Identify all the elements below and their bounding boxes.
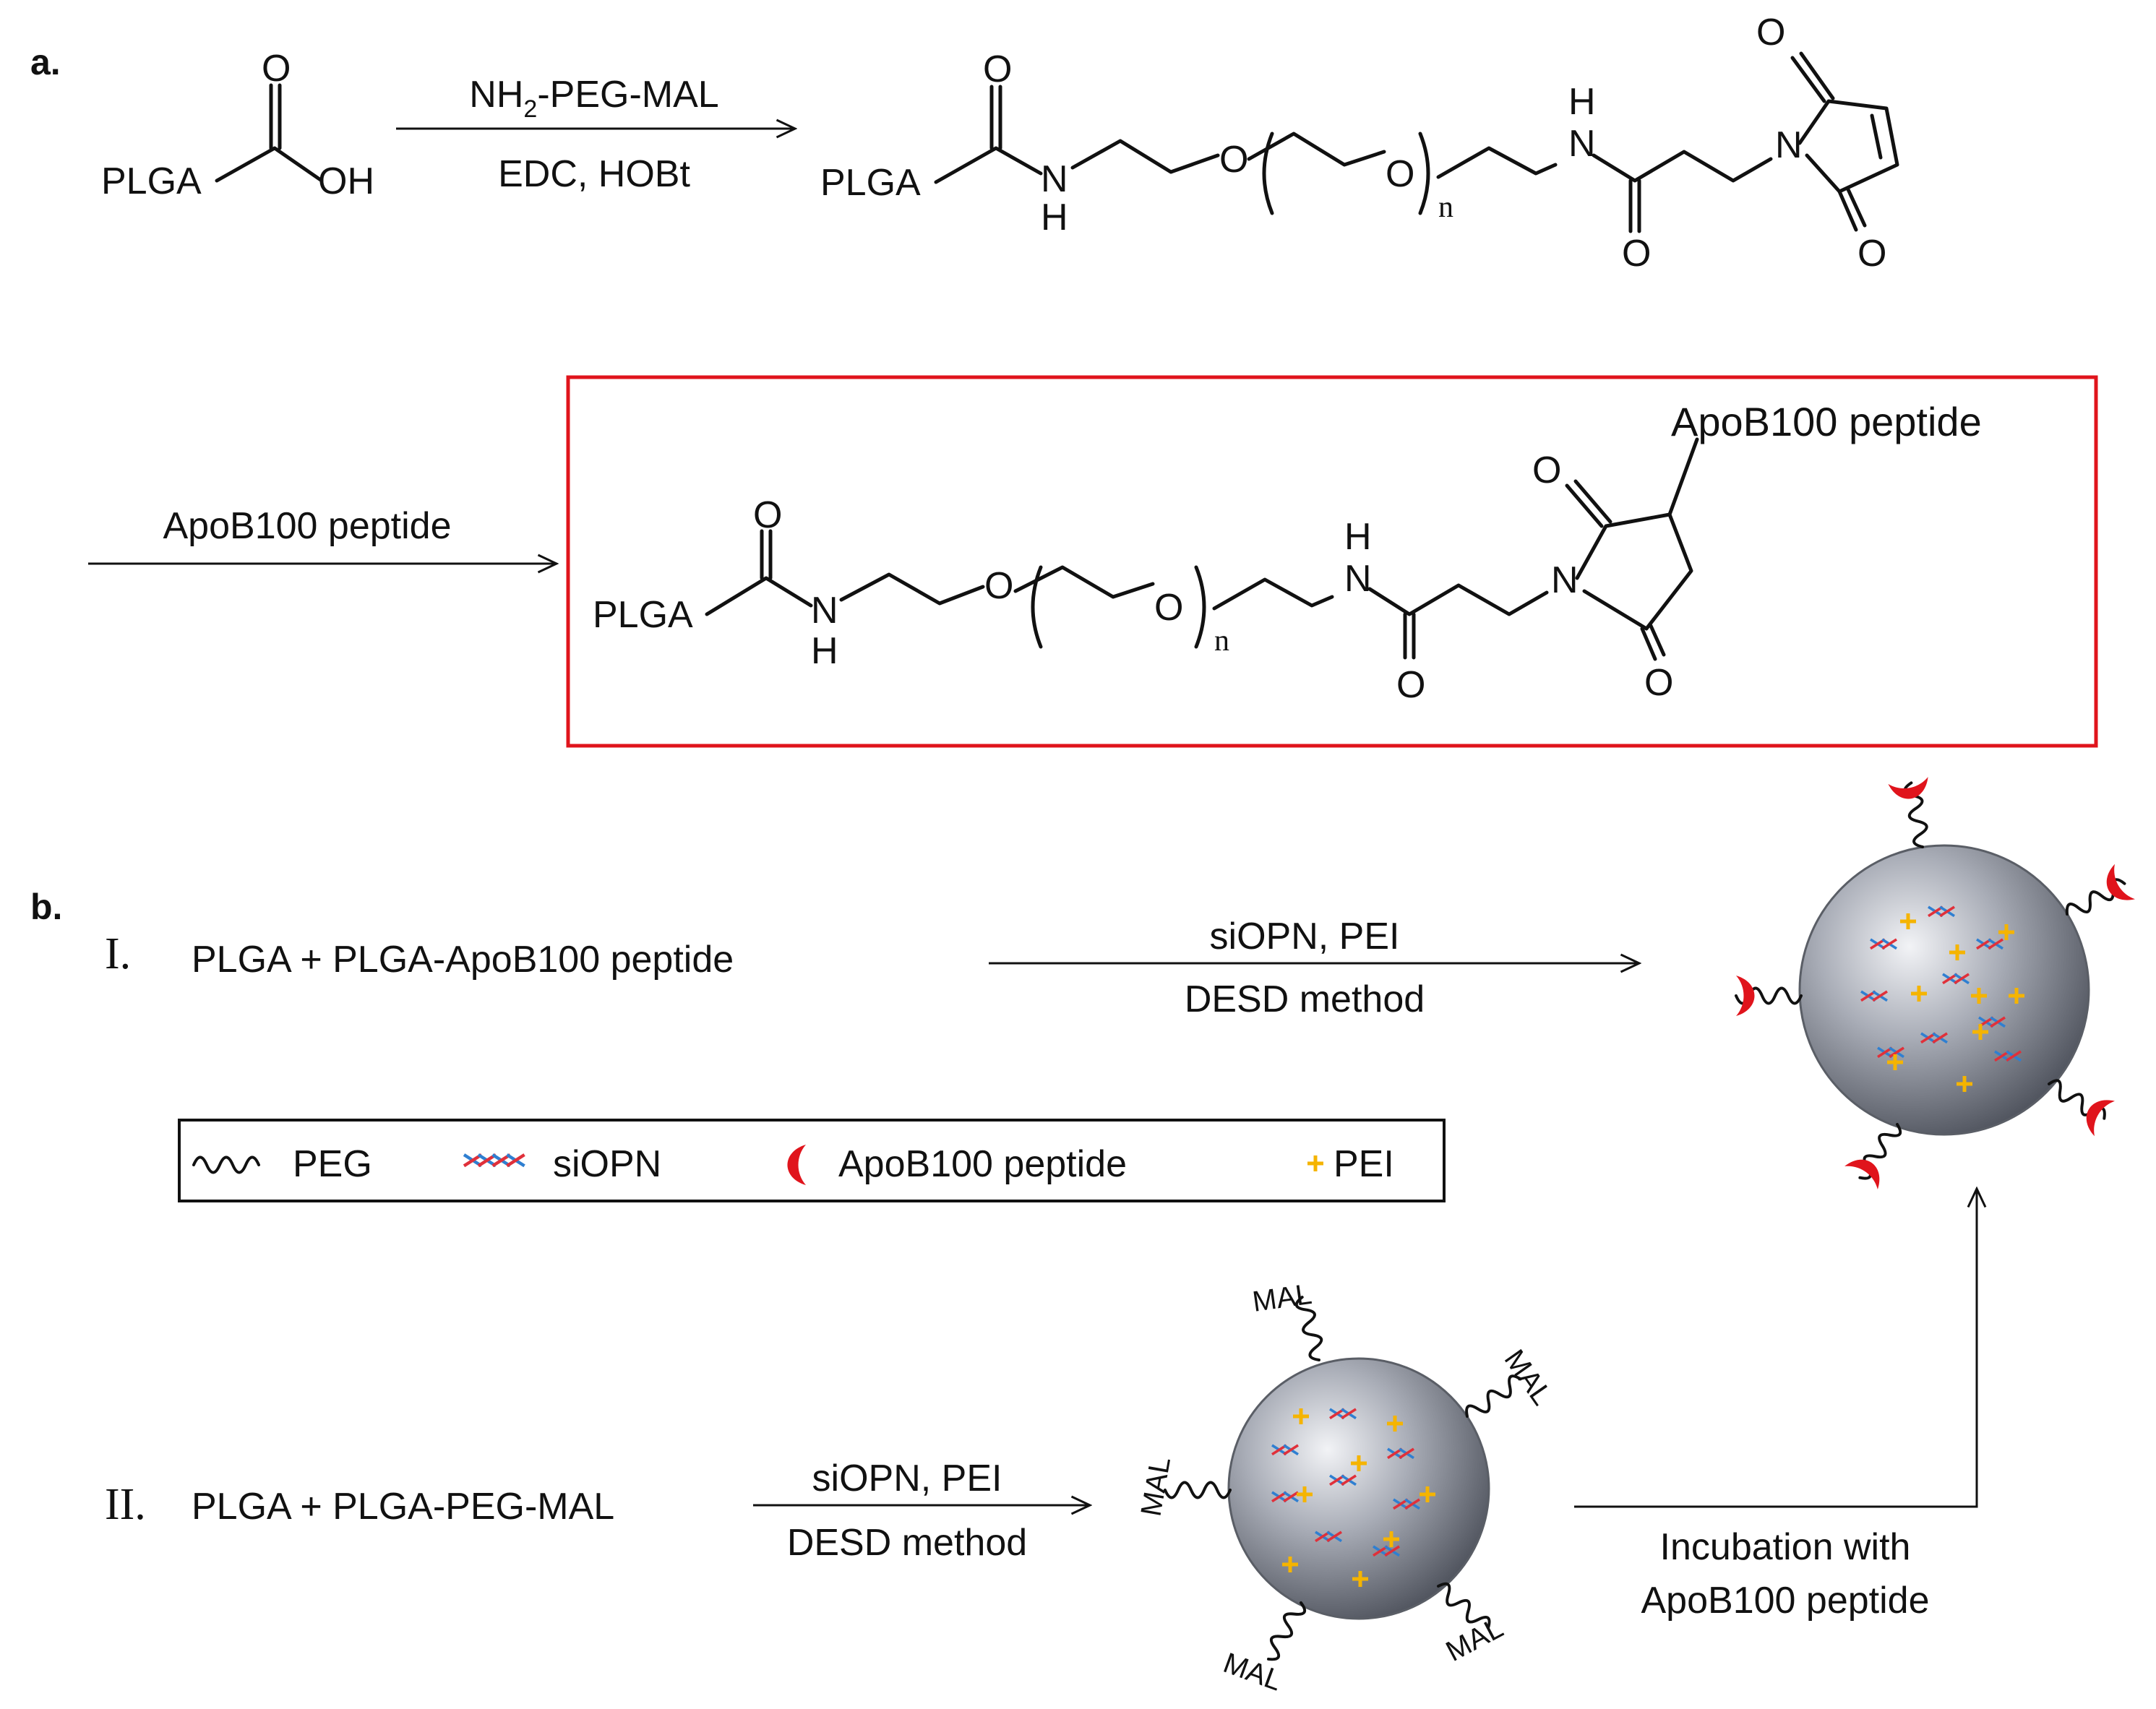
peptide-substituent-label: ApoB100 peptide (1671, 399, 1982, 444)
route2-text: PLGA + PLGA-PEG-MAL (192, 1486, 614, 1528)
plga-peg-mal-structure: PLGA O N H O O n H N O N O O (820, 12, 1899, 275)
ether-o-label: O (1386, 153, 1414, 195)
crescent-icon (2098, 864, 2135, 908)
panel-b-label: b. (30, 887, 62, 927)
mal-label: MAL (1135, 1455, 1177, 1519)
route1-numeral: I. (105, 929, 131, 978)
amide-h-label: H (1568, 81, 1596, 123)
amide-n-label: N (1568, 123, 1596, 165)
crescent-icon (1736, 976, 1755, 1016)
highlight-box (566, 375, 2098, 748)
surface-peg-chain (1164, 1481, 1232, 1499)
incubation-line2: ApoB100 peptide (1641, 1580, 1929, 1622)
amide-n-label: N (1344, 558, 1372, 600)
amide-o-label: O (1396, 664, 1425, 706)
imide-o-label: O (1756, 12, 1785, 53)
step1-conditions: EDC, HOBt (498, 153, 690, 195)
route1-text: PLGA + PLGA-ApoB100 peptide (192, 939, 734, 981)
panel-a-label: a. (30, 42, 61, 82)
imide-o-label: O (1644, 662, 1673, 704)
imide-n-label: N (1551, 559, 1579, 601)
legend-label-apob100: ApoB100 peptide (838, 1143, 1127, 1185)
amide-h-label: H (1041, 197, 1068, 238)
repeat-n-label: n (1214, 624, 1229, 658)
legend-label-peg: PEG (293, 1143, 372, 1185)
nanoparticle-core (1227, 1357, 1490, 1620)
route1-method: DESD method (1185, 978, 1425, 1020)
amide-o-label: O (753, 494, 782, 536)
plga-label: PLGA (820, 162, 921, 204)
crescent-icon (787, 1145, 806, 1185)
route2-method: DESD method (787, 1522, 1027, 1564)
step1-reagent: NH2-PEG-MAL (469, 74, 718, 123)
legend-label-siopn: siOPN (553, 1143, 661, 1185)
crescent-icon (1888, 777, 1932, 802)
imide-o-label: O (1532, 449, 1561, 491)
step2-reagent: ApoB100 peptide (163, 505, 451, 547)
mal-nanoparticle: MAL MAL MAL MAL MAL (1135, 1278, 1558, 1697)
incubation-line1: Incubation with (1660, 1526, 1911, 1568)
hydroxyl-label: OH (318, 160, 374, 202)
apob100-nanoparticle (1735, 777, 2135, 1190)
amide-o-label: O (1622, 233, 1651, 275)
carbonyl-o-label: O (262, 48, 291, 90)
sirna-duplex-icon (464, 1155, 525, 1166)
plus-icon (1307, 1155, 1323, 1171)
plga-peg-apob100-structure: PLGA O N H O O n H N O N O O ApoB100 pep… (593, 399, 1982, 706)
amide-h-label: H (1344, 516, 1372, 558)
mal-label: MAL (1219, 1647, 1286, 1697)
mal-label: MAL (1498, 1344, 1558, 1411)
route2-numeral: II. (105, 1480, 146, 1529)
amide-n-label: N (1041, 158, 1068, 200)
repeat-n-label: n (1438, 191, 1453, 224)
nanoparticle-core (1798, 844, 2090, 1136)
legend-label-pei: PEI (1333, 1143, 1394, 1185)
plga-label: PLGA (593, 594, 693, 636)
route2-reagent: siOPN, PEI (812, 1458, 1002, 1499)
amide-o-label: O (983, 48, 1012, 90)
plga-cooh-structure: PLGA O OH (101, 48, 374, 202)
surface-peg-chain (1260, 1597, 1310, 1665)
imide-n-label: N (1775, 124, 1803, 166)
ether-o-label: O (1154, 587, 1183, 629)
amide-h-label: H (811, 630, 838, 672)
legend-frame (178, 1119, 1446, 1202)
amide-n-label: N (811, 590, 838, 632)
peg-wiggle-icon (192, 1155, 260, 1174)
legend: PEG siOPN ApoB100 peptide PEI (178, 1119, 1446, 1202)
surface-peg-chain (2063, 877, 2128, 921)
ether-o-label: O (1219, 139, 1248, 181)
imide-o-label: O (1857, 233, 1886, 275)
route1-reagent: siOPN, PEI (1210, 916, 1400, 957)
plga-label: PLGA (101, 160, 202, 202)
mal-label: MAL (1250, 1278, 1314, 1318)
incubation-arrow (1574, 1189, 1977, 1508)
ether-o-label: O (984, 565, 1013, 607)
